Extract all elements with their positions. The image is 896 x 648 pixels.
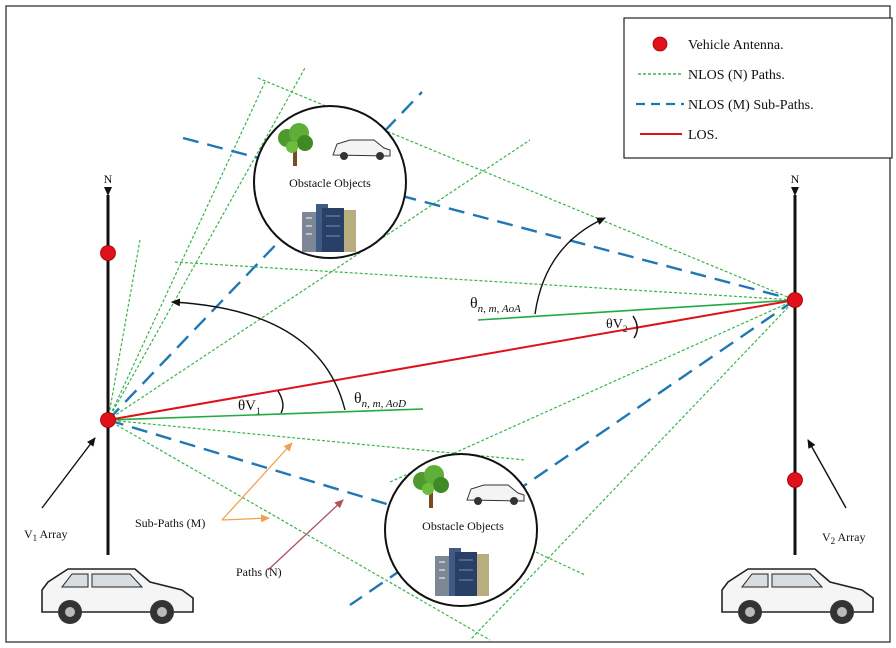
diagram-frame bbox=[5, 5, 891, 643]
theta-aoa-label: θn, m, AoA bbox=[470, 295, 521, 315]
v1-array-label: V1 Array bbox=[24, 527, 68, 543]
tree-icon bbox=[413, 465, 449, 508]
subpaths-arrow-upper bbox=[221, 442, 293, 521]
antenna-dot bbox=[787, 292, 803, 308]
buildings-icon bbox=[435, 548, 489, 596]
los-line bbox=[107, 299, 796, 421]
nlos-path-line bbox=[107, 419, 491, 641]
nlos-subpath-line bbox=[349, 299, 796, 606]
subpaths-annotation: Sub-Paths (M) bbox=[135, 516, 205, 530]
theta-v2-label: θV2 bbox=[606, 317, 627, 334]
paths-arrow bbox=[267, 499, 344, 571]
obstacle-top: Obstacle Objects bbox=[253, 105, 407, 259]
nlos-subpath-line bbox=[107, 418, 391, 507]
paths-annotation: Paths (N) bbox=[236, 565, 282, 579]
obstacle-bottom-label: Obstacle Objects bbox=[422, 519, 504, 533]
nlos-path-line bbox=[107, 67, 306, 421]
nlos-path-line bbox=[469, 299, 796, 641]
orientation-lines bbox=[107, 299, 796, 421]
nlos-path-line bbox=[107, 239, 141, 421]
v1-north-label: N bbox=[104, 172, 113, 186]
buildings-icon bbox=[302, 204, 356, 252]
v1-vehicle-icon bbox=[41, 568, 194, 624]
tree-icon bbox=[278, 123, 313, 166]
nlos-path-line bbox=[107, 81, 266, 421]
antenna-dot bbox=[100, 245, 116, 261]
legend-item-nlos-subpaths: NLOS (M) Sub-Paths. bbox=[688, 98, 814, 113]
v2-vehicle-icon bbox=[721, 568, 874, 624]
v1-array-arrow bbox=[41, 437, 96, 509]
obstacle-bottom: Obstacle Objects bbox=[384, 453, 538, 607]
antenna-dot bbox=[100, 412, 116, 428]
theta-aod-label: θn, m, AoD bbox=[354, 390, 406, 410]
v2-array-label: V2 Array bbox=[822, 530, 866, 546]
legend: Vehicle Antenna. NLOS (N) Paths. NLOS (M… bbox=[623, 17, 893, 159]
theta-v1-label: θV1 bbox=[238, 398, 261, 416]
v2-north-label: N bbox=[791, 172, 800, 186]
legend-dot-icon bbox=[652, 36, 668, 52]
legend-item-antenna: Vehicle Antenna. bbox=[688, 38, 784, 53]
legend-item-nlos-paths: NLOS (N) Paths. bbox=[688, 68, 785, 83]
theta-v2-arc bbox=[632, 315, 638, 339]
orientation-line-v2 bbox=[477, 299, 796, 321]
car-icon bbox=[332, 139, 391, 160]
antenna-dot bbox=[787, 472, 803, 488]
nlos-path-line bbox=[389, 299, 796, 483]
vehicle-antennas bbox=[100, 245, 803, 488]
theta-aoa-arrow bbox=[534, 217, 606, 315]
theta-v1-arc bbox=[277, 390, 284, 414]
car-icon bbox=[466, 484, 525, 505]
v2-array-arrow bbox=[807, 439, 847, 509]
orientation-line-v1 bbox=[107, 408, 424, 421]
theta-aod-arrow bbox=[171, 298, 346, 411]
nlos-path-line bbox=[107, 139, 531, 421]
nlos-path-line bbox=[174, 261, 796, 301]
legend-item-los: LOS. bbox=[688, 128, 718, 143]
obstacle-top-label: Obstacle Objects bbox=[289, 176, 371, 190]
subpaths-arrow-lower bbox=[221, 514, 270, 523]
